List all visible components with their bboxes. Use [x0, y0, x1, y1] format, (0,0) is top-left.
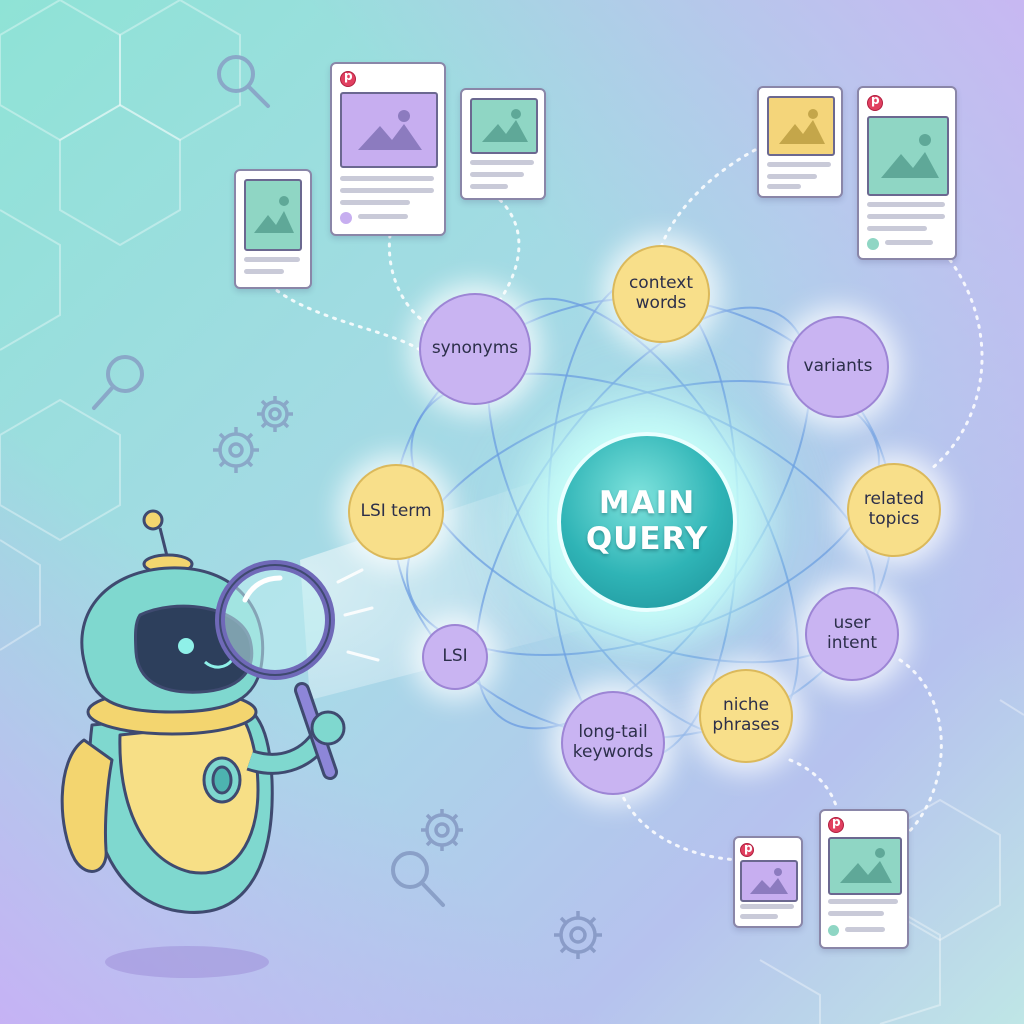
gear-icon: [213, 427, 259, 473]
pin-card-icon: [460, 88, 546, 200]
image-placeholder-icon: [244, 179, 302, 251]
dotted-connectors: [268, 148, 984, 862]
image-placeholder-icon: [470, 98, 538, 154]
pinterest-logo-icon: [867, 93, 883, 111]
pin-card-icon: [234, 169, 312, 289]
node-label: LSI term: [360, 501, 432, 522]
node-related-topics: related topics: [847, 463, 941, 557]
pinterest-logo-icon: [828, 815, 844, 833]
node-label: niche phrases: [712, 695, 780, 735]
magnifier-icon: [92, 355, 144, 410]
pinterest-logo-icon: [740, 841, 754, 857]
pinterest-logo-icon: [340, 69, 356, 87]
gear-icon: [257, 396, 293, 432]
node-label: LSI: [442, 646, 468, 667]
image-placeholder-icon: [740, 860, 798, 902]
node-label: context words: [628, 273, 694, 313]
robot-mascot: [60, 509, 346, 914]
image-placeholder-icon: [828, 837, 902, 895]
node-context-words: context words: [612, 245, 710, 343]
main-query-node: MAIN QUERY: [557, 432, 737, 612]
node-label: long-tail keywords: [572, 722, 654, 762]
node-lsi-term: LSI term: [348, 464, 444, 560]
node-niche-phrases: niche phrases: [699, 669, 793, 763]
beam-sparks: [336, 568, 380, 662]
node-label: related topics: [863, 489, 925, 529]
node-label: synonyms: [431, 338, 519, 359]
magnifier-icon: [391, 851, 445, 907]
node-label: user intent: [826, 613, 878, 653]
node-variants: variants: [787, 316, 889, 418]
pin-card-icon: [857, 86, 957, 260]
magnifier-icon: [217, 55, 270, 108]
gear-icon: [421, 809, 463, 851]
image-placeholder-icon: [867, 116, 949, 196]
robot-shadow: [105, 946, 269, 978]
pin-card-icon: [733, 836, 803, 928]
pin-card-icon: [819, 809, 909, 949]
node-long-tail-keywords: long-tail keywords: [561, 691, 665, 795]
main-query-label: MAIN QUERY: [585, 485, 709, 557]
gear-icon: [554, 911, 602, 959]
node-label: variants: [803, 356, 873, 377]
node-synonyms: synonyms: [419, 293, 531, 405]
node-lsi: LSI: [422, 624, 488, 690]
pin-card-icon: [330, 62, 446, 236]
node-user-intent: user intent: [805, 587, 899, 681]
pin-card-icon: [757, 86, 843, 198]
image-placeholder-icon: [340, 92, 438, 168]
image-placeholder-icon: [767, 96, 835, 156]
